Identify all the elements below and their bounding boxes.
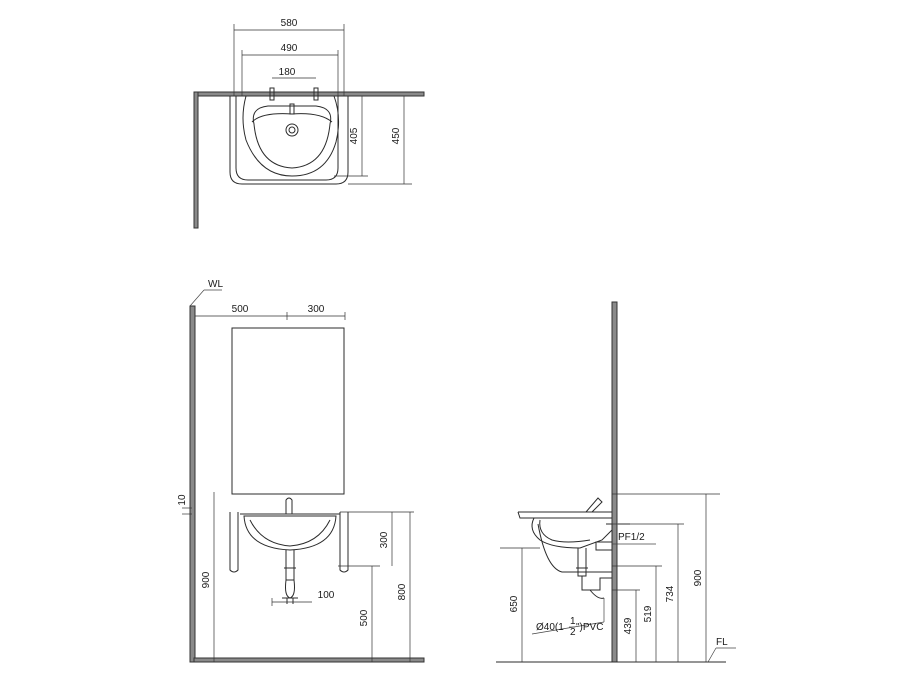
- dim-300-vertical: 300: [379, 531, 390, 548]
- dim-405: 405: [349, 127, 360, 144]
- plan-basin-outer: [242, 95, 340, 177]
- plan-wall-side: [193, 91, 199, 229]
- side-angle-valve: [595, 523, 613, 551]
- dim-100: 100: [318, 590, 335, 601]
- side-rail: [537, 523, 612, 573]
- plan-tap-center: [289, 103, 295, 115]
- fl-label: FL: [716, 637, 728, 648]
- dim-800-vertical: 800: [397, 583, 408, 600]
- pvc-label-num: 1: [570, 616, 576, 627]
- dim-900-left: 900: [201, 571, 212, 588]
- front-elevation: WL 500 300 10 100 900: [177, 279, 425, 663]
- dim-300: 300: [308, 304, 325, 315]
- front-basin-bowl: [243, 515, 337, 551]
- pvc-label-den: 2: [570, 627, 576, 638]
- dim-450: 450: [391, 127, 402, 144]
- front-rail-right: [339, 512, 349, 573]
- side-pipe-bend: [589, 589, 605, 599]
- dim-519: 519: [643, 605, 654, 622]
- plan-wall-back: [193, 91, 425, 97]
- pvc-label-pre: Ø40(1: [536, 622, 564, 633]
- dim-500-vertical: 500: [359, 609, 370, 626]
- side-basin-profile: [517, 511, 613, 549]
- fl-leader: [707, 647, 717, 663]
- front-floor: [193, 657, 425, 663]
- wl-label: WL: [208, 279, 223, 290]
- side-elevation: FL PF1/2 Ø40(1 1 2 ")PVC 650 439: [496, 301, 736, 663]
- dim-490: 490: [281, 43, 298, 54]
- plan-drain: [285, 123, 299, 137]
- front-trap: [282, 550, 298, 599]
- plan-tap-right: [313, 87, 319, 101]
- plan-bowl-inner: [251, 113, 333, 123]
- plan-grab-rail: [229, 96, 349, 185]
- dim-650: 650: [509, 595, 520, 612]
- pvc-label-post: ")PVC: [576, 622, 603, 633]
- front-wall: [189, 305, 196, 663]
- dim-900-right: 900: [693, 569, 704, 586]
- side-basin-inner: [539, 519, 591, 543]
- front-tap: [285, 497, 293, 514]
- plan-drain-inner: [288, 126, 296, 134]
- dim-439: 439: [623, 617, 634, 634]
- front-basin-inner: [249, 519, 331, 547]
- dim-180: 180: [279, 67, 296, 78]
- mirror: [231, 327, 345, 495]
- pf-label: PF1/2: [618, 532, 645, 543]
- dim-734: 734: [665, 585, 676, 602]
- plan-bowl: [252, 105, 332, 169]
- side-wall: [611, 301, 618, 663]
- pvc-leader: [531, 621, 605, 635]
- dim-500: 500: [232, 304, 249, 315]
- wl-leader: [189, 289, 205, 307]
- plan-tap-left: [269, 87, 275, 101]
- dim-10: 10: [177, 494, 188, 506]
- plan-view: 580 490 180 405 450: [193, 18, 425, 229]
- dim-580: 580: [281, 18, 298, 29]
- side-tap: [585, 497, 603, 513]
- front-rail-left: [229, 512, 239, 573]
- side-trap: [576, 548, 612, 591]
- plan-basin-outline: [235, 96, 339, 181]
